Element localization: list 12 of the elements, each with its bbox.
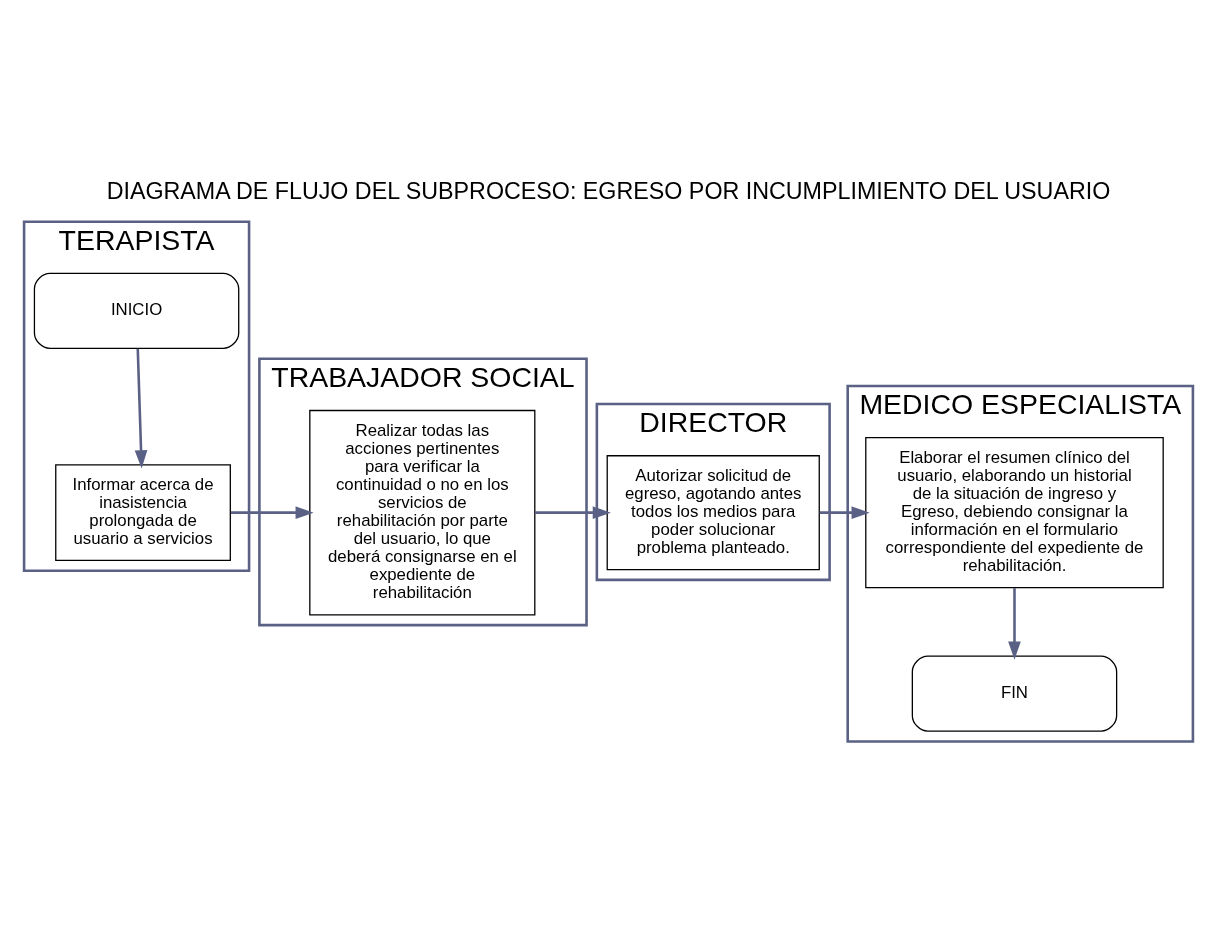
- node-box: Realizar todas las acciones pertinentes para verificar la continuidad o no en los servicios de rehabilitación por parte del usuario, lo que deberá consignarse en el expediente de rehabilitación: [309, 409, 536, 615]
- arrow: [1008, 587, 1021, 660]
- node-box: Elaborar el resumen clínico del usuario, elaborando un historial de la situación de ingreso y Egreso, debiendo consignar la información en el formulario correspondiente del expediente de rehabilitación.: [865, 436, 1164, 588]
- node-box: Informar acerca de inasistencia prolongada de usuario a servicios: [55, 463, 231, 561]
- arrow: [534, 505, 611, 519]
- arrow: [819, 505, 870, 519]
- node-box: FIN: [911, 655, 1118, 732]
- diagram-title: DIAGRAMA DE FLUJO DEL SUBPROCESO: EGRESO POR INCUMPLIMIENTO DEL USUARIO: [106, 177, 1111, 204]
- arrow: [134, 348, 148, 468]
- node-box: INICIO: [33, 272, 240, 349]
- node-box: Autorizar solicitud de egreso, agotando antes todos los medios para poder solucionar problema planteado.: [606, 454, 820, 570]
- arrow: [230, 505, 314, 519]
